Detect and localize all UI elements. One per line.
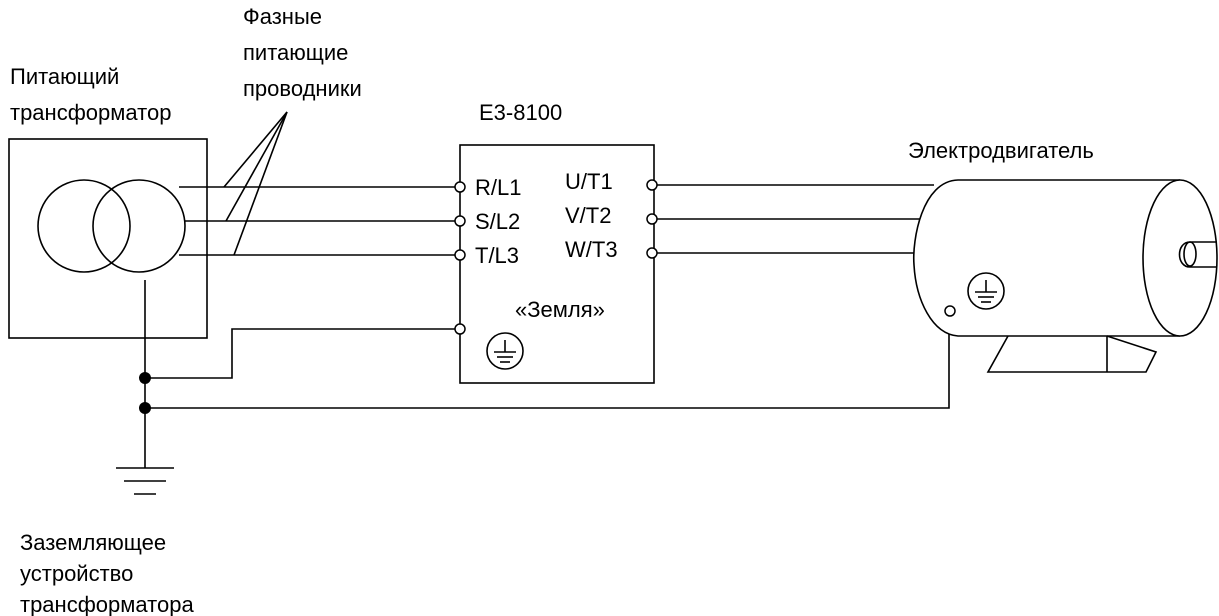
label-pointer-lines <box>223 111 288 256</box>
terminal-t-l3 <box>454 249 466 261</box>
motor-base <box>986 335 1158 373</box>
electric-motor <box>912 179 1218 373</box>
device-label: E3-8100 <box>479 100 562 125</box>
transformer-box <box>8 138 208 339</box>
terminal-motor-ground <box>944 305 956 317</box>
junction-drive-ground <box>139 372 151 384</box>
ground-wiring <box>116 280 950 495</box>
motor-shaft-end <box>1183 241 1197 267</box>
frequency-drive <box>459 144 655 384</box>
pointer-to-l3 <box>233 111 288 256</box>
phase-conductors-label: Фазные питающие проводники <box>243 4 362 101</box>
terminal-drive-ground <box>454 323 466 335</box>
junction-motor-ground <box>139 402 151 414</box>
earth-label: «Земля» <box>515 297 605 322</box>
supply-transformer <box>8 138 208 339</box>
motor-ground-symbol <box>967 272 1005 310</box>
input-terminal-label-3: T/L3 <box>475 243 519 268</box>
terminal-r-l1 <box>454 181 466 193</box>
terminal-u-t1 <box>646 179 658 191</box>
supply-transformer-label: Питающий трансформатор <box>10 64 171 125</box>
terminal-w-t3 <box>646 247 658 259</box>
ground-symbol-circle <box>486 332 524 370</box>
ground-symbol-circle <box>967 272 1005 310</box>
drive-ground-wire <box>145 328 456 379</box>
drive-box <box>459 144 655 384</box>
output-terminal-label-2: V/T2 <box>565 203 611 228</box>
terminal-v-t2 <box>646 213 658 225</box>
terminal-s-l2 <box>454 215 466 227</box>
pointer-to-l2 <box>225 111 288 222</box>
transformer-secondary-coil <box>92 179 186 273</box>
transformer-primary-coil <box>37 179 131 273</box>
output-terminal-label-3: W/T3 <box>565 237 618 262</box>
earthing-device-label: Заземляющее устройство трансформатора <box>20 530 194 616</box>
output-terminal-label-1: U/T1 <box>565 169 613 194</box>
input-terminal-label-2: S/L2 <box>475 209 520 234</box>
input-terminal-label-1: R/L1 <box>475 175 521 200</box>
pointer-to-l1 <box>223 111 288 188</box>
output-phase-wires <box>655 184 934 254</box>
junctions <box>139 372 151 414</box>
motor-ground-wire <box>145 316 950 409</box>
motor-label: Электродвигатель <box>908 138 1094 163</box>
terminals <box>454 179 956 335</box>
drive-ground-symbol <box>486 332 524 370</box>
input-phase-wires <box>179 186 455 256</box>
